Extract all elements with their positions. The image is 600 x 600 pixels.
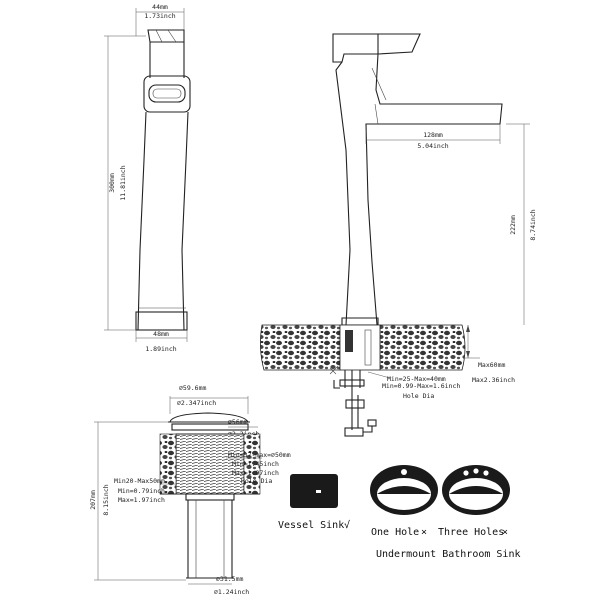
front-view: 128mm 5.04inch 222mm 8.74inch Max60mm Ma… [260,33,537,437]
drain-cap-dia-mm: ⌀59.6mm [179,384,206,392]
three-holes-label: Three Holes [438,527,504,538]
vessel-sink-icon [290,474,338,508]
drain-hole-max-in: Max=1.97inch [232,469,279,477]
three-holes-cross: × [502,527,508,538]
drain-hole-range-mm: Min=37-max=⌀50mm [228,451,291,459]
sink-compatibility: Vessel Sink √ One Hole × Three Holes × U… [278,465,521,560]
supply-hoses [329,365,377,437]
front-height-in: 8.74inch [529,209,537,240]
drain-thickness-max-in: Max=1.97inch [118,496,165,504]
three-holes-sink-icon [442,465,510,515]
drain-pipe-dia-mm: ⌀31.5mm [216,575,243,583]
side-height-in: 11.81inch [119,165,127,200]
undermount-caption: Undermount Bathroom Sink [376,549,521,560]
drain-cap-dia-in: ⌀2.347inch [177,399,216,407]
side-view: 44mm 1.73inch 300mm 11.81inch 48mm 1.89i… [104,3,191,353]
side-base-width-in: 1.89inch [145,345,176,353]
side-base-width-mm: 48mm [153,330,169,338]
one-hole-label: One Hole [371,527,419,538]
drain-cap [169,412,249,423]
front-reach-mm: 128mm [423,131,443,139]
vessel-sink-check: √ [344,519,350,531]
front-max-thickness-in: Max2.36inch [472,376,515,384]
front-hole-range-mm: Min=25-Max=40mm [387,375,446,383]
side-handle [147,29,185,43]
vessel-sink-label: Vessel Sink [278,520,344,531]
front-reach-in: 5.04inch [417,142,448,150]
drain-thread [175,433,245,495]
side-height-mm: 300mm [108,173,116,193]
drain-pipe [187,500,233,578]
drain-flange-dia-mm: ⌀56mm [228,418,248,426]
drain-hole-label: Hole Dia [241,477,272,485]
front-max-thickness-mm: Max60mm [478,361,505,369]
front-height-mm: 222mm [509,215,517,235]
side-cartridge-window [143,75,191,113]
one-hole-sink-icon [370,465,438,515]
side-body [137,111,189,331]
one-hole-cross: × [421,527,427,538]
front-hole-label: Hole Dia [403,392,434,400]
side-top-width-mm: 44mm [152,3,168,11]
drain-length-in: 8.15inch [102,484,110,515]
drain-length-mm: 207mm [89,490,97,510]
drain-thickness-min-in: Min=0.79inch [118,487,165,495]
drain-hole-min-in: Min=1.45inch [232,460,279,468]
countertop [260,324,341,371]
pop-up-drain: ⌀59.6mm ⌀2.347inch ⌀56mm ⌀2.2inch Min=37… [89,384,291,596]
drain-thickness-range-mm: Min20-Max50mm [114,477,165,485]
drain-pipe-dia-in: ⌀1.24inch [214,588,249,596]
front-hole-range-in: Min=0.99-Max=1.6inch [382,382,460,390]
front-body [335,53,503,326]
front-handle [332,33,379,63]
side-top-width-in: 1.73inch [144,12,175,20]
